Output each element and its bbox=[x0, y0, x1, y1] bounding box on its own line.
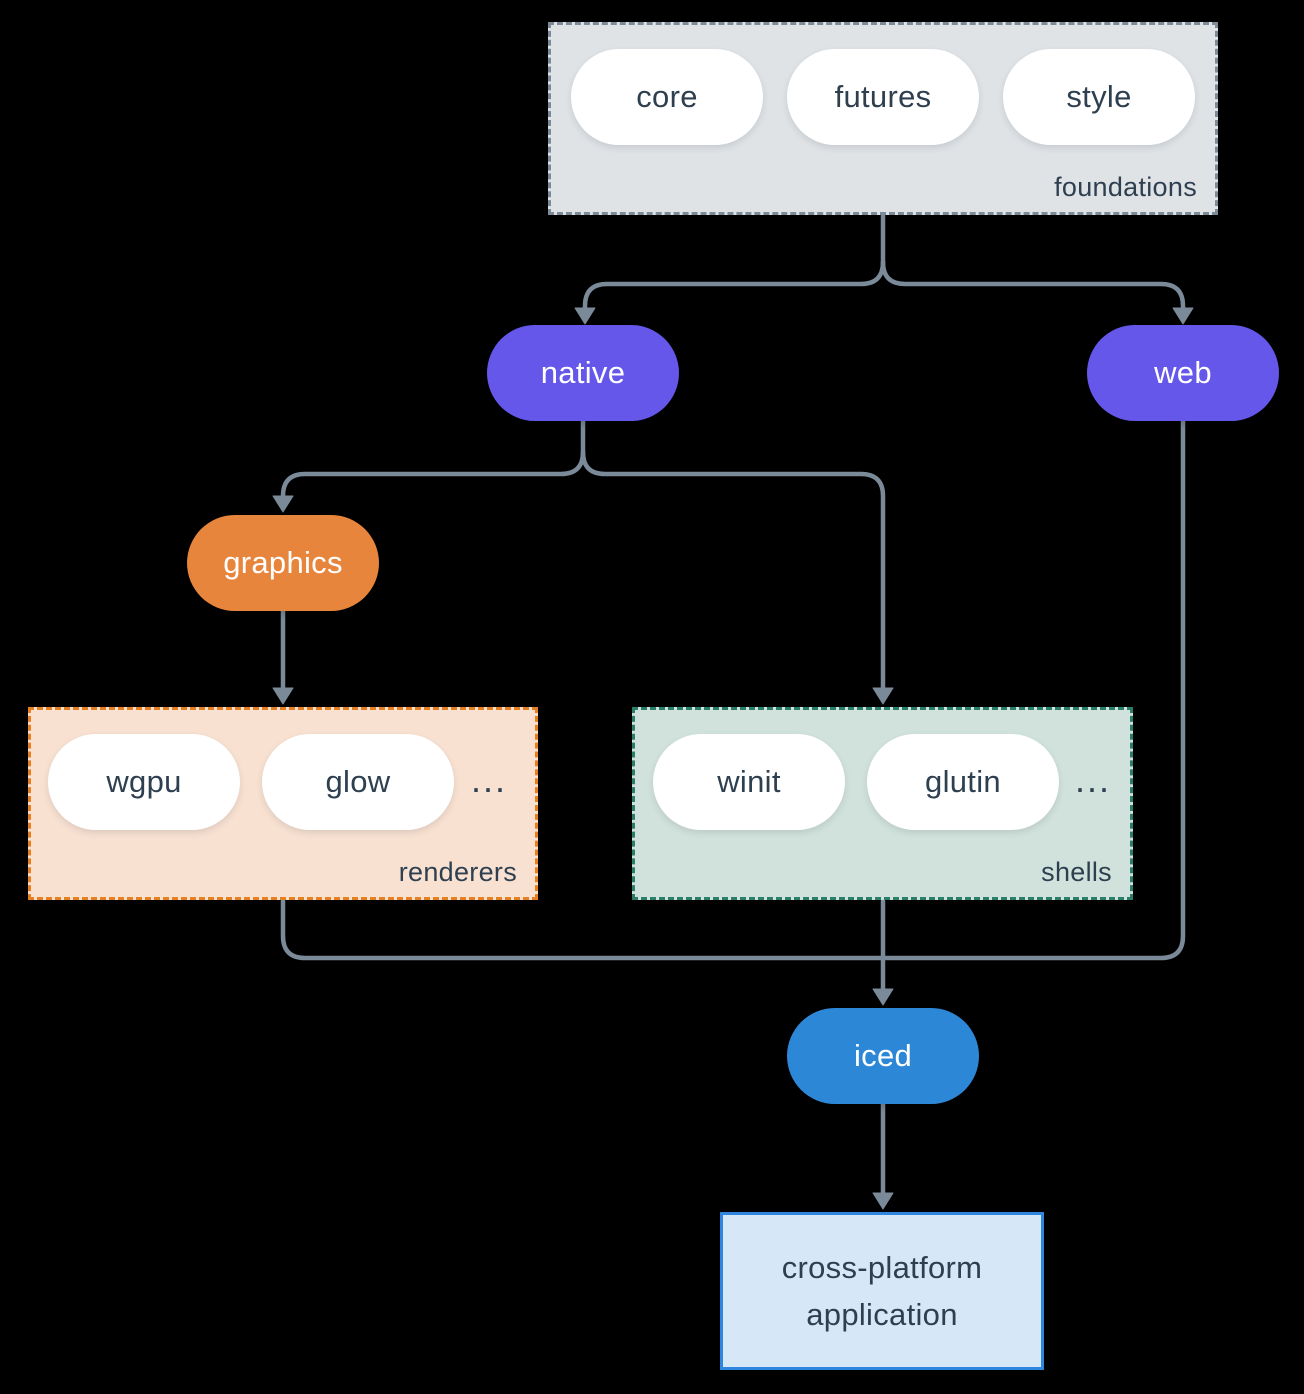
edge-native-graphics bbox=[280, 449, 586, 503]
renderers-label: renderers bbox=[398, 857, 517, 887]
node-iced: iced bbox=[787, 1008, 979, 1104]
application-label-line1: cross-platform bbox=[781, 1250, 983, 1285]
arrowhead-graphics bbox=[272, 495, 294, 513]
arrowhead-application bbox=[872, 1192, 894, 1210]
node-wgpu: wgpu bbox=[48, 734, 240, 830]
arrowhead-renderers bbox=[272, 687, 294, 705]
node-graphics: graphics bbox=[187, 515, 379, 611]
renderers-ellipsis: ... bbox=[470, 759, 507, 800]
shells-ellipsis: ... bbox=[1074, 759, 1111, 800]
foundations-label: foundations bbox=[1054, 172, 1197, 202]
edge-foundations-native bbox=[582, 259, 886, 315]
arrowhead-web bbox=[1172, 307, 1194, 325]
renderers-group-box: wgpu glow ... renderers bbox=[28, 707, 538, 900]
edge-native-shells bbox=[580, 449, 886, 693]
node-winit: winit bbox=[653, 734, 845, 830]
foundations-group-box: core futures style foundations bbox=[548, 22, 1218, 215]
edge-foundations-web bbox=[880, 259, 1186, 315]
arrowhead-iced bbox=[872, 988, 894, 1006]
application-label-line2: application bbox=[806, 1297, 958, 1332]
node-glutin: glutin bbox=[867, 734, 1059, 830]
node-native: native bbox=[487, 325, 679, 421]
cross-platform-application-node: cross-platform application bbox=[720, 1212, 1044, 1370]
shells-label: shells bbox=[1041, 857, 1112, 887]
node-glow: glow bbox=[262, 734, 454, 830]
node-style: style bbox=[1003, 49, 1195, 145]
edge-web-iced bbox=[880, 418, 1186, 961]
edge-renderers-iced bbox=[280, 898, 886, 961]
node-core: core bbox=[571, 49, 763, 145]
node-futures: futures bbox=[787, 49, 979, 145]
arrowhead-native bbox=[574, 307, 596, 325]
shells-group-box: winit glutin ... shells bbox=[632, 707, 1133, 900]
node-web: web bbox=[1087, 325, 1279, 421]
arrowhead-shells bbox=[872, 687, 894, 705]
